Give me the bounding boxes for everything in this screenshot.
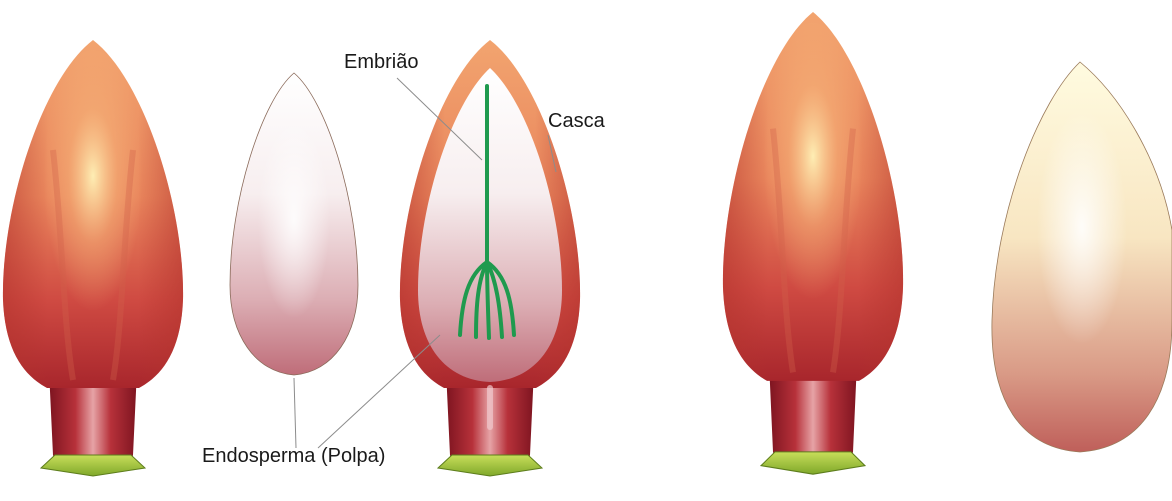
endosperm-leader-line-1 [294, 378, 296, 448]
endosperm-label: Endosperma (Polpa) [202, 445, 385, 467]
seed-2-base-cap [761, 452, 865, 474]
endosperm-piece-2 [992, 62, 1172, 452]
endosperm-piece-1 [230, 73, 358, 375]
husk-label: Casca [548, 110, 606, 132]
whole-seed-1 [3, 40, 183, 476]
sectioned-seed-base-cap [438, 455, 542, 476]
embryo-label: Embrião [344, 51, 418, 73]
whole-seed-2 [723, 12, 903, 474]
seed-base-cap [41, 455, 145, 476]
